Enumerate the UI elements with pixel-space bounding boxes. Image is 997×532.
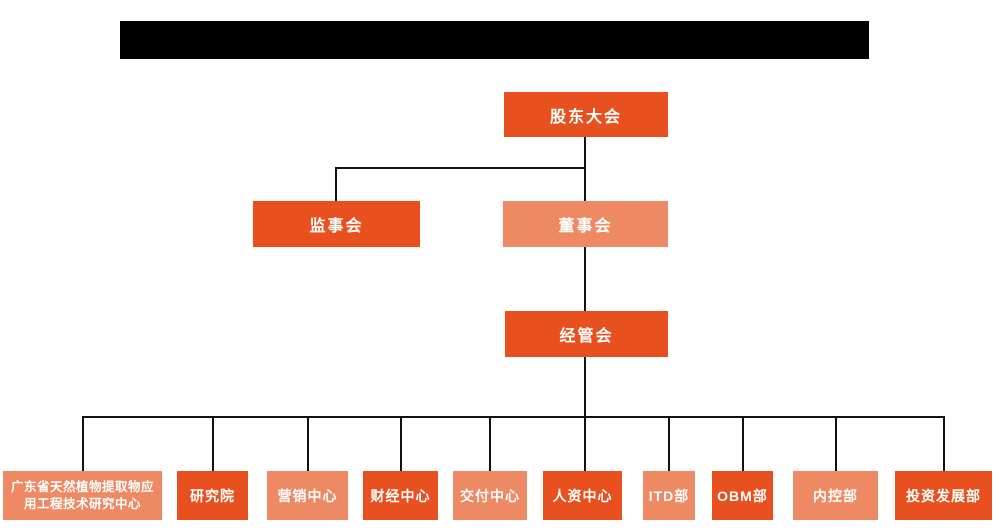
connector-bus-horizontal	[82, 416, 945, 418]
connector-stem-top	[584, 137, 586, 202]
connector-drop-8	[742, 416, 744, 472]
connector-drop-6	[584, 416, 586, 472]
connector-drop-7	[668, 416, 670, 472]
org-node-marketing-center: 营销中心	[267, 471, 348, 520]
org-node-internal-control-dept: 内控部	[793, 471, 878, 520]
org-node-obm-dept: OBM部	[712, 471, 773, 520]
org-node-board-of-directors: 董事会	[503, 201, 668, 247]
connector-branch-horizontal	[335, 167, 586, 169]
org-node-finance-center: 财经中心	[363, 471, 438, 520]
connector-drop-4	[400, 416, 402, 472]
connector-drop-3	[307, 416, 309, 472]
org-node-management-committee: 经管会	[505, 311, 668, 357]
connector-drop-supervisory	[335, 167, 337, 202]
org-node-research-institute: 研究院	[177, 471, 248, 520]
org-node-delivery-center: 交付中心	[453, 471, 527, 520]
org-node-supervisory-board: 监事会	[253, 201, 420, 247]
org-node-hr-center: 人资中心	[543, 471, 622, 520]
connector-drop-5	[489, 416, 491, 472]
connector-stem-lower	[584, 357, 586, 418]
connector-drop-10	[943, 416, 945, 472]
org-node-research-center: 广东省天然植物提取物应 用工程技术研究中心	[3, 471, 162, 520]
connector-stem-mid	[584, 247, 586, 312]
connector-drop-2	[212, 416, 214, 472]
connector-drop-1	[82, 416, 84, 472]
org-node-investment-development-dept: 投资发展部	[895, 471, 992, 520]
org-node-itd-dept: ITD部	[643, 471, 695, 520]
redacted-title-bar	[120, 21, 869, 59]
org-node-shareholders-meeting: 股东大会	[504, 92, 668, 137]
connector-drop-9	[835, 416, 837, 472]
